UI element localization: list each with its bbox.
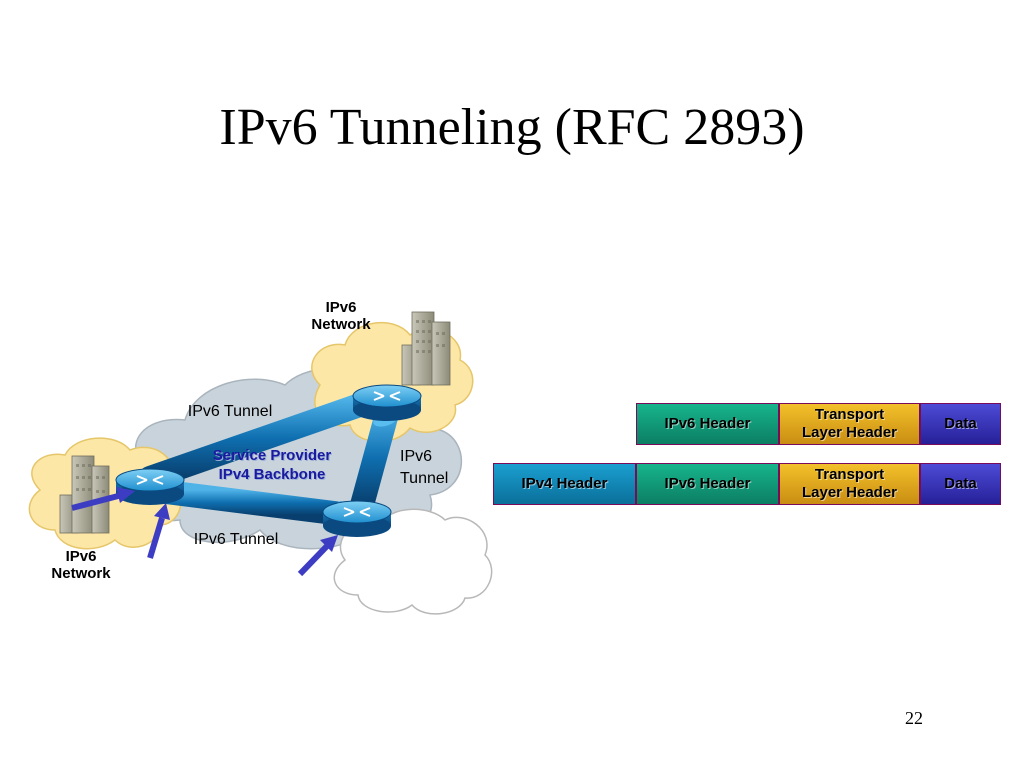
ipv6-network-label-left-line-1: IPv6 <box>65 548 97 565</box>
packet-row2-transport-line-1: Transport <box>814 466 885 483</box>
packet-row1-data: Data <box>920 403 1001 445</box>
backbone-label-line-2: IPv4 Backbone <box>218 466 326 483</box>
slide-title: IPv6 Tunneling (RFC 2893) <box>219 99 805 156</box>
packet-row2-data: Data <box>920 463 1001 505</box>
building-icon-top <box>401 311 451 386</box>
page-number: 22 <box>905 708 923 728</box>
packet-row2-transport-header: Transport Layer Header <box>779 463 920 505</box>
tunnel-label-right: IPv6 Tunnel <box>400 446 470 490</box>
tunnel-label-bottom: IPv6 Tunnel <box>193 531 279 548</box>
arrow-icon-left-router <box>71 487 135 511</box>
ipv6-network-label-left: IPv6 Network <box>38 548 124 582</box>
tunnel-label-right-line-1: IPv6 <box>400 448 433 465</box>
ipv6-network-label-top-line-1: IPv6 <box>325 299 357 316</box>
tunnel-label-top: IPv6 Tunnel <box>187 403 273 420</box>
packet-row2-transport-line-2: Layer Header <box>801 484 898 501</box>
tunneling-diagram: IPv6 Network IPv6 Network IPv6 Tunnel IP… <box>28 299 493 615</box>
packet-row2-ipv4-header: IPv4 Header <box>493 463 636 505</box>
packet-row1-transport-header: Transport Layer Header <box>779 403 920 445</box>
arrow-icon-bottom-router <box>297 535 338 577</box>
packet-row1-transport-line-1: Transport <box>814 406 885 423</box>
packet-row1-ipv6-header: IPv6 Header <box>636 403 779 445</box>
ipv6-network-label-top: IPv6 Network <box>298 299 384 333</box>
router-icon-left <box>115 468 185 505</box>
router-icon-bottom <box>322 500 392 537</box>
ipv6-network-label-top-line-2: Network <box>311 316 371 333</box>
backbone-label-line-1: Service Provider <box>212 447 332 464</box>
packet-row2-ipv6-header: IPv6 Header <box>636 463 779 505</box>
arrow-icon-left-router-below <box>147 503 170 559</box>
backbone-label: Service Provider IPv4 Backbone <box>186 446 358 484</box>
router-icon-top <box>352 384 422 421</box>
tunnel-label-right-line-2: Tunnel <box>400 470 449 487</box>
packet-row1-transport-line-2: Layer Header <box>801 424 898 441</box>
ipv6-network-label-left-line-2: Network <box>51 565 111 582</box>
building-icon-left <box>59 455 110 534</box>
